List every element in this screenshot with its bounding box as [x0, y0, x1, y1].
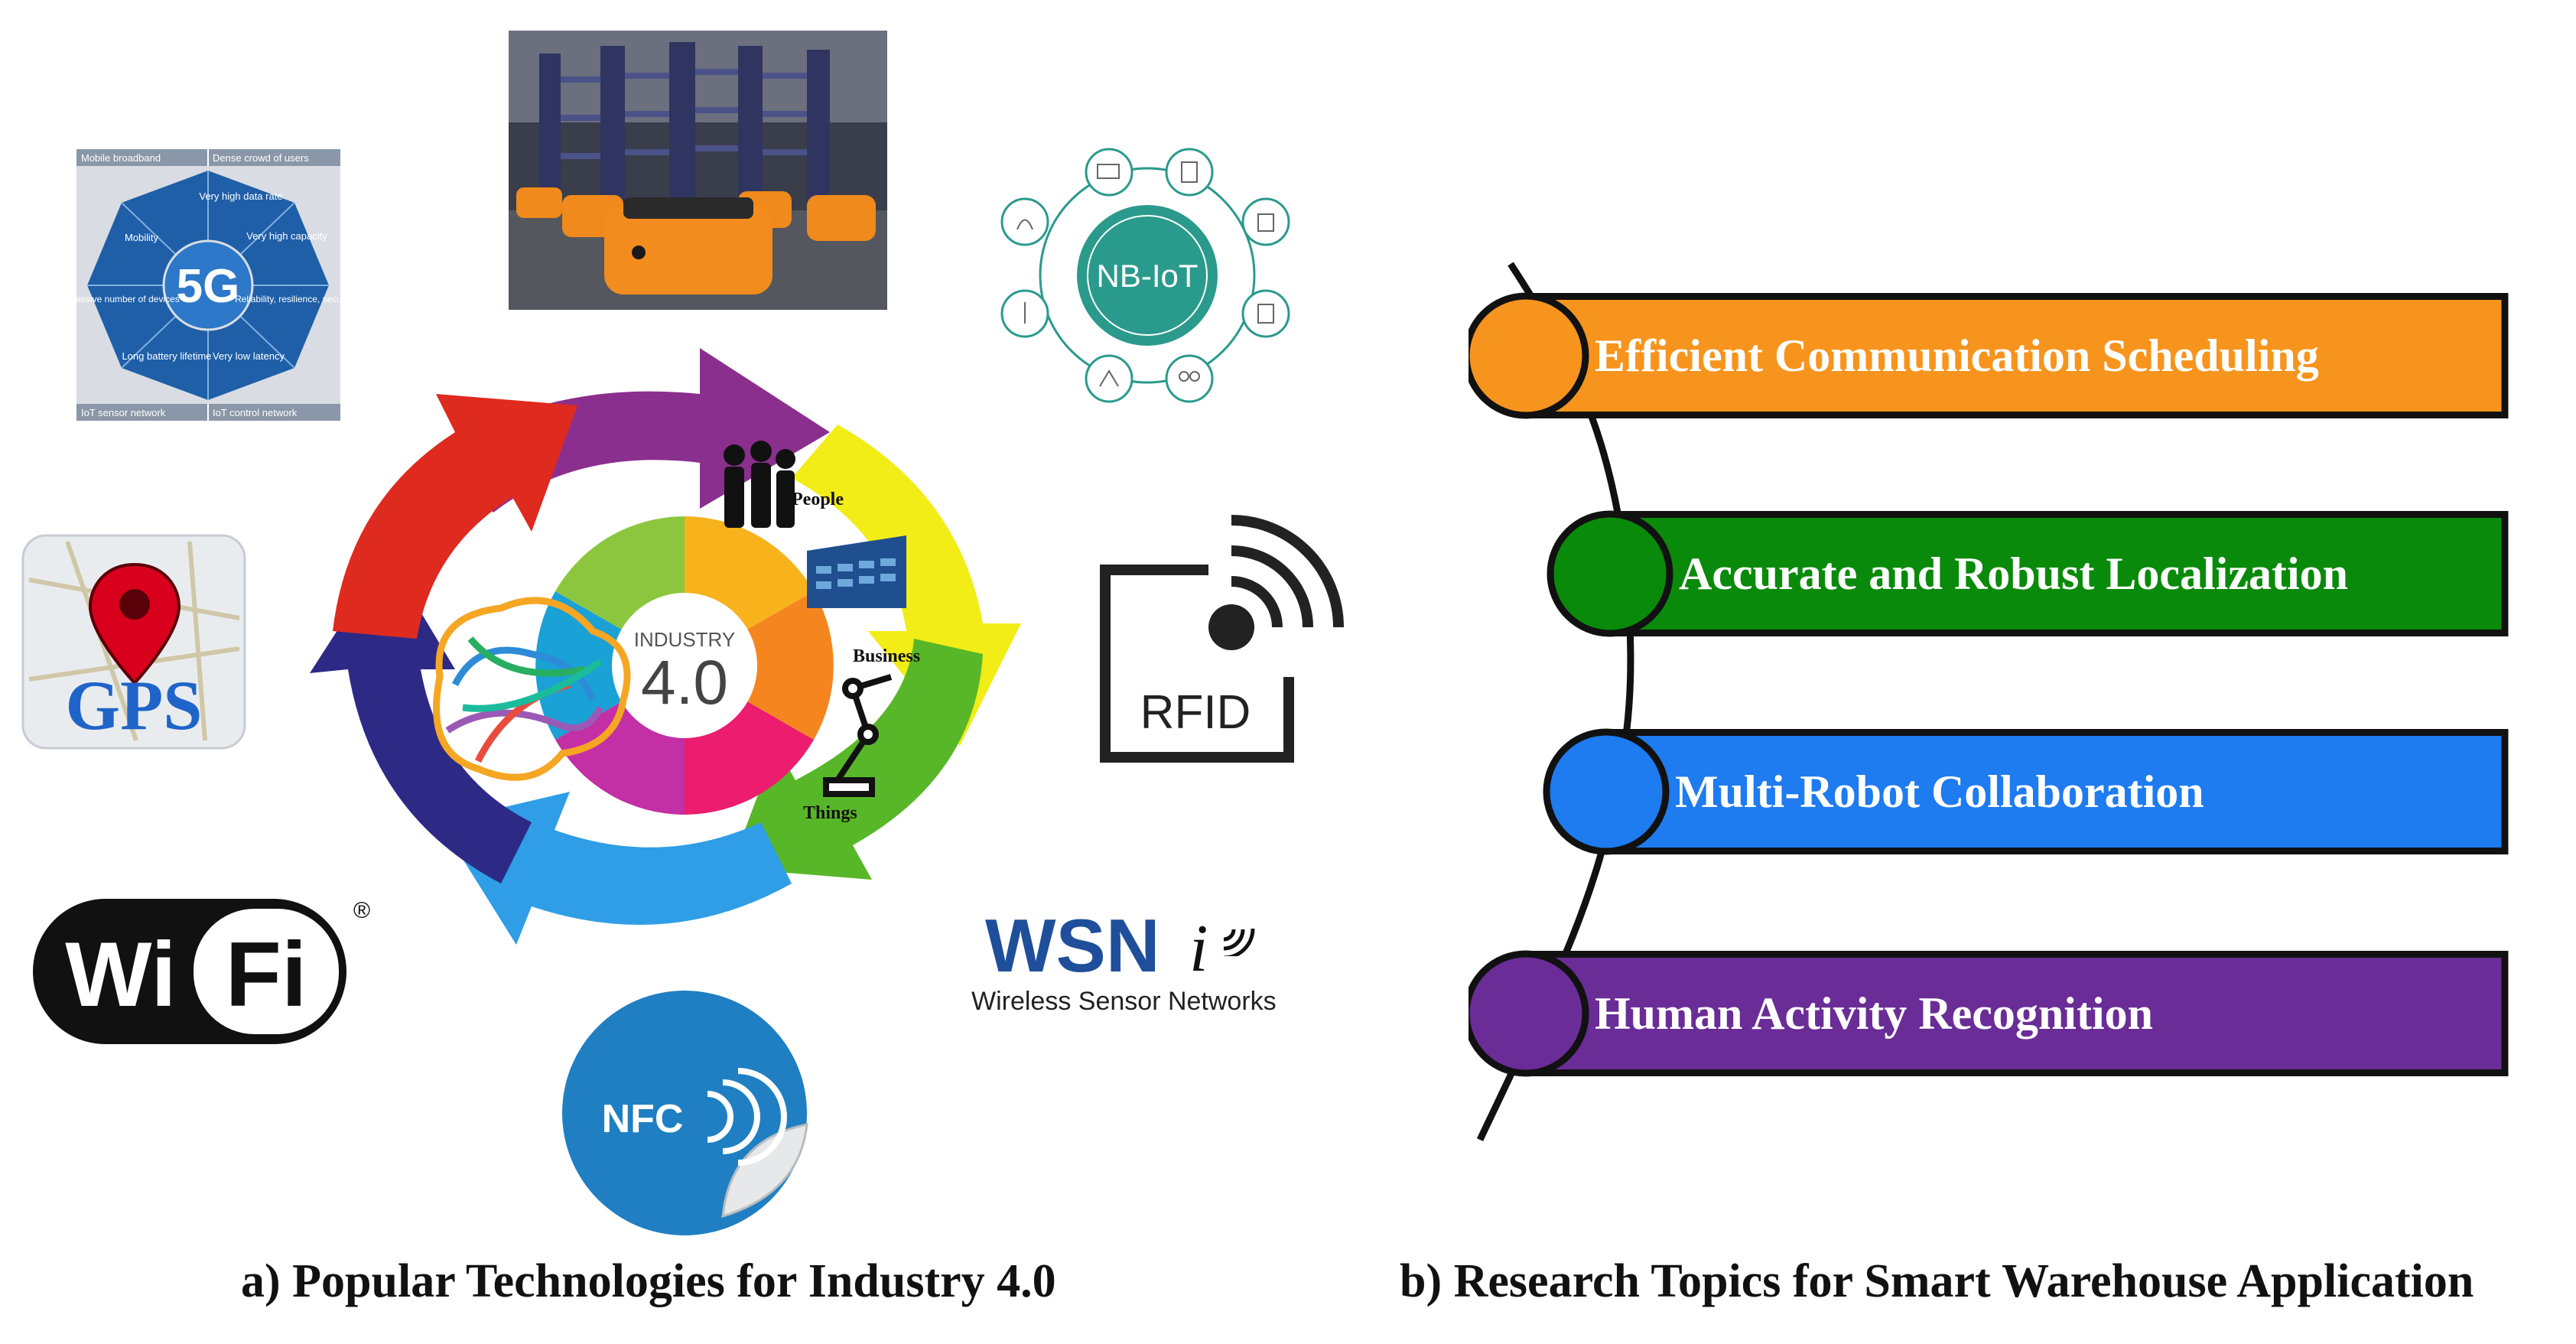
5g-corner-label: IoT sensor network [81, 407, 166, 418]
wifi-label-right: Fi [226, 923, 307, 1026]
nb-iot-label: NB-IoT [1096, 258, 1198, 294]
topic-label: Human Activity Recognition [1595, 988, 2153, 1039]
things-label: Things [803, 803, 857, 823]
robot-arm-icon [823, 674, 893, 797]
rfid-icon: RFID [1100, 515, 1344, 763]
research-topics-diagram: Efficient Communication SchedulingAccura… [1469, 262, 2509, 1141]
5g-segment: Mobility [125, 232, 159, 243]
cycle-arrow-red [333, 394, 577, 639]
topic-bar [1602, 729, 2509, 854]
topic-circle [1469, 950, 1589, 1077]
wsn-subtitle: Wireless Sensor Networks [971, 987, 1277, 1016]
5g-segment: Massive number of devices [76, 294, 180, 304]
people-icon [724, 441, 795, 528]
registered-mark: ® [353, 898, 370, 923]
topic-bar [1606, 511, 2509, 636]
left-caption: a) Popular Technologies for Industry 4.0 [241, 1255, 1056, 1307]
nb-iot-diagram: NB-IoT [1000, 148, 1290, 403]
industry-version: 4.0 [641, 648, 728, 718]
wifi-label-left: Wi [65, 923, 177, 1026]
wifi-logo: Wi Fi ® [33, 898, 370, 1044]
topic-item: Multi-Robot Collaboration [1543, 728, 2509, 855]
industry-title: INDUSTRY [634, 628, 735, 651]
topic-label: Multi-Robot Collaboration [1675, 766, 2204, 817]
5g-corner-label: Mobile broadband [81, 152, 161, 164]
5g-segment: Reliability, resilience, security [235, 294, 340, 304]
wsn-logo: WSN i Wireless Sensor Networks [971, 903, 1277, 1033]
warehouse-robots-photo [509, 31, 887, 310]
5g-segment: Very high capacity [246, 230, 327, 242]
nfc-sticker: NFC [562, 991, 808, 1235]
topic-item: Human Activity Recognition [1469, 950, 2509, 1077]
topic-bar [1522, 293, 2509, 418]
rfid-label: RFID [1140, 686, 1251, 739]
5g-title: 5G [177, 260, 240, 313]
topic-item: Efficient Communication Scheduling [1469, 292, 2509, 419]
gps-label: GPS [66, 666, 203, 744]
topic-item: Accurate and Robust Localization [1547, 510, 2509, 637]
brain-icon [433, 597, 631, 781]
business-building-icon [807, 535, 906, 608]
wsn-label: WSN [985, 903, 1160, 988]
5g-segment: Very low latency [213, 350, 285, 362]
industry-4-0-cycle: INDUSTRY 4.0 People Business Things [310, 348, 1021, 945]
topic-label: Efficient Communication Scheduling [1595, 330, 2319, 381]
cycle-arrow-navy [310, 555, 532, 884]
gps-icon: GPS [21, 534, 246, 750]
nfc-label: NFC [602, 1097, 684, 1141]
5g-corner-label: IoT control network [213, 407, 298, 418]
topic-bar [1522, 951, 2509, 1076]
5g-segment: Very high data rate [199, 190, 282, 202]
topic-circle [1543, 728, 1670, 855]
topic-label: Accurate and Robust Localization [1679, 548, 2348, 599]
topic-circle [1469, 292, 1589, 419]
5g-diagram: Mobile broadband Dense crowd of users Io… [76, 149, 340, 421]
business-label: Business [853, 646, 920, 666]
right-caption: b) Research Topics for Smart Warehouse A… [1400, 1255, 2474, 1307]
signal-waves-icon [1223, 928, 1255, 956]
5g-segment: Long battery lifetime [122, 350, 211, 362]
cycle-arrow-green [730, 639, 983, 880]
5g-corner-label: Dense crowd of users [213, 152, 309, 164]
topic-circle [1547, 510, 1673, 637]
people-label: People [792, 490, 844, 509]
wsn-info-mark: i [1189, 912, 1208, 986]
